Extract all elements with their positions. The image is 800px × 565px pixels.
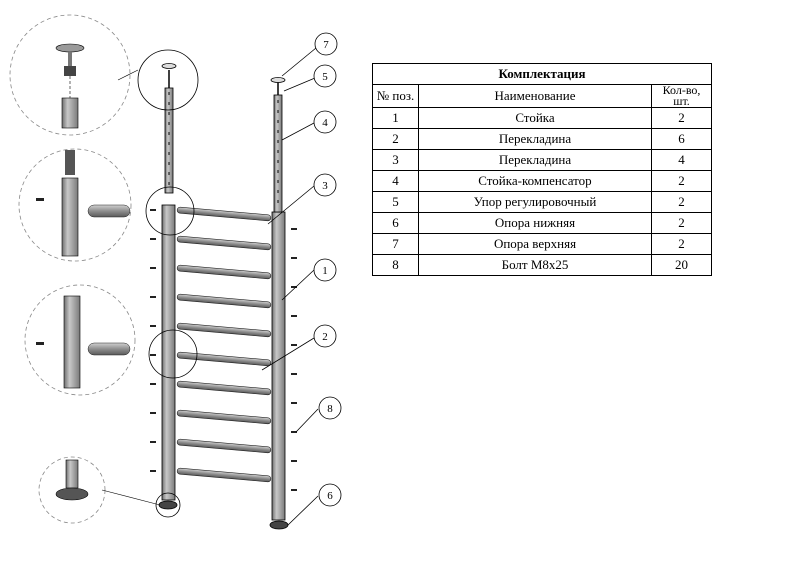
parts-list-table: Комплектация № поз. Наименование Кол-во,… (371, 63, 713, 276)
header-pos: № поз. (372, 84, 419, 108)
callout-5-label: 5 (322, 71, 328, 83)
table-title-row: Комплектация (371, 63, 713, 85)
left-bottom-support (158, 500, 178, 510)
row-pos: 3 (372, 149, 419, 171)
table-header-row: № поз. Наименование Кол-во, шт. (372, 84, 713, 108)
callout-7-label: 7 (323, 39, 329, 51)
row-name: Стойка (418, 107, 652, 129)
callout-8-label: 8 (327, 403, 333, 415)
row-qty: 6 (650, 128, 713, 150)
row-pos: 5 (372, 191, 419, 213)
left-post (161, 204, 176, 501)
row-qty: 4 (650, 149, 713, 171)
row-name: Перекладина (418, 149, 652, 171)
row-pos: 4 (372, 170, 419, 192)
row-qty: 2 (650, 233, 713, 255)
row-name: Перекладина (418, 128, 652, 150)
callout-4: 4 (313, 110, 337, 134)
row-pos: 8 (372, 254, 419, 276)
row-qty: 2 (650, 107, 713, 129)
right-compensator-post (273, 94, 283, 213)
callout-3-label: 3 (322, 180, 328, 192)
row-name: Упор регулировочный (418, 191, 652, 213)
detail-view-bottom (38, 456, 161, 524)
callout-7: 7 (314, 32, 338, 56)
row-name: Болт М8х25 (418, 254, 652, 276)
leader-lines (261, 47, 319, 526)
detail-view-rung-joint-2 (24, 284, 136, 396)
table-row: 2 Перекладина 6 (372, 128, 713, 150)
bolts (150, 209, 297, 491)
callout-4-label: 4 (322, 117, 328, 129)
table-row: 6 Опора нижняя 2 (372, 212, 713, 234)
row-name: Опора нижняя (418, 212, 652, 234)
table-row: 7 Опора верхняя 2 (372, 233, 713, 255)
callout-1: 1 (313, 258, 337, 282)
detail-view-top (9, 14, 139, 136)
row-pos: 2 (372, 128, 419, 150)
callout-3: 3 (313, 173, 337, 197)
header-name: Наименование (418, 84, 652, 108)
row-name: Опора верхняя (418, 233, 652, 255)
row-pos: 7 (372, 233, 419, 255)
table-row: 8 Болт М8х25 20 (372, 254, 713, 276)
right-post (271, 211, 286, 521)
left-compensator-post (164, 87, 174, 194)
table-title: Комплектация (371, 63, 713, 85)
table-row: 5 Упор регулировочный 2 (372, 191, 713, 213)
callout-8: 8 (318, 396, 342, 420)
detail-view-rung-joint-1 (18, 148, 132, 262)
right-bottom-support (269, 520, 289, 530)
row-qty: 2 (650, 191, 713, 213)
callout-6: 6 (318, 483, 342, 507)
left-top-support (161, 63, 177, 88)
table-row: 1 Стойка 2 (372, 107, 713, 129)
row-qty: 2 (650, 212, 713, 234)
row-qty: 2 (650, 170, 713, 192)
row-pos: 1 (372, 107, 419, 129)
detail-markers (137, 49, 199, 518)
row-qty: 20 (650, 254, 713, 276)
right-adjusting-stop (270, 77, 286, 95)
row-name: Стойка-компенсатор (418, 170, 652, 192)
callout-6-label: 6 (327, 490, 333, 502)
callout-1-label: 1 (322, 265, 328, 277)
header-qty: Кол-во, шт. (650, 84, 713, 108)
callout-5: 5 (313, 64, 337, 88)
table-row: 4 Стойка-компенсатор 2 (372, 170, 713, 192)
callout-2: 2 (313, 324, 337, 348)
rungs (176, 206, 272, 483)
table-row: 3 Перекладина 4 (372, 149, 713, 171)
callout-2-label: 2 (322, 331, 328, 343)
row-pos: 6 (372, 212, 419, 234)
